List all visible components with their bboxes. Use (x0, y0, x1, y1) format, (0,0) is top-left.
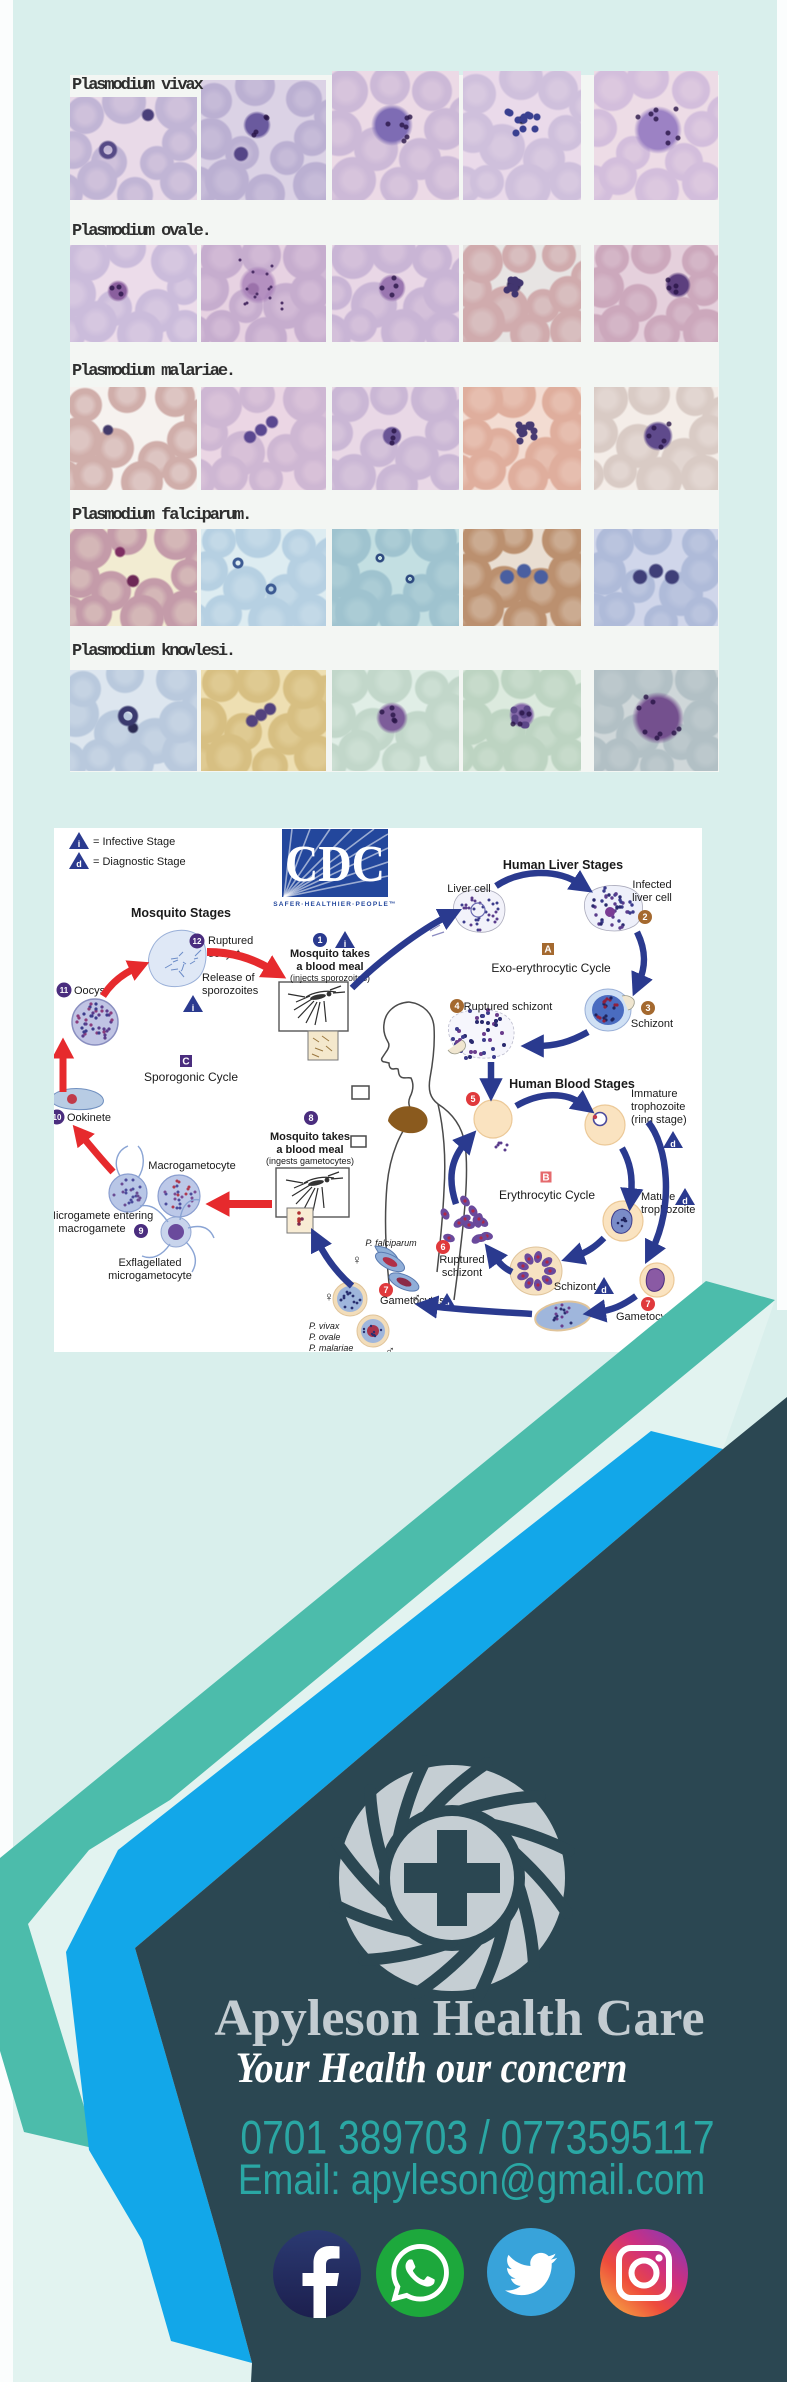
svg-text:i: i (192, 1003, 195, 1013)
svg-text:A: A (544, 945, 551, 956)
svg-text:Ruptured: Ruptured (439, 1254, 484, 1266)
svg-text:12: 12 (193, 937, 202, 946)
svg-text:Mosquito takes: Mosquito takes (270, 1131, 350, 1143)
svg-text:P. vivax: P. vivax (309, 1321, 340, 1331)
svg-text:Mosquito Stages: Mosquito Stages (131, 906, 231, 920)
svg-text:10: 10 (54, 1113, 62, 1122)
svg-text:7: 7 (645, 1299, 650, 1309)
svg-text:1: 1 (317, 935, 322, 945)
svg-text:liver cell: liver cell (632, 892, 672, 904)
svg-text:schizont: schizont (442, 1267, 482, 1279)
svg-text:= Infective Stage: = Infective Stage (93, 836, 175, 848)
svg-text:macrogamete: macrogamete (58, 1223, 125, 1235)
svg-text:d: d (76, 859, 82, 869)
svg-text:Exo-erythrocytic Cycle: Exo-erythrocytic Cycle (491, 961, 611, 975)
svg-text:Ookinete: Ookinete (67, 1112, 111, 1124)
svg-text:Erythrocytic Cycle: Erythrocytic Cycle (499, 1188, 595, 1202)
svg-text:trophozoite: trophozoite (641, 1204, 695, 1216)
svg-text:microgametocyte: microgametocyte (108, 1270, 192, 1282)
svg-text:Oocyst: Oocyst (74, 985, 108, 997)
svg-text:Infected: Infected (632, 879, 671, 891)
svg-text:Sporogonic Cycle: Sporogonic Cycle (144, 1070, 238, 1084)
svg-text:CDC: CDC (285, 836, 385, 893)
svg-text:d: d (682, 1196, 688, 1206)
svg-text:2: 2 (642, 912, 647, 922)
svg-text:9: 9 (138, 1226, 143, 1236)
svg-text:d: d (601, 1285, 607, 1295)
svg-text:Ruptured: Ruptured (208, 935, 253, 947)
svg-text:Release of: Release of (202, 972, 256, 984)
svg-text:i: i (78, 839, 81, 849)
svg-text:Macrogametocyte: Macrogametocyte (148, 1160, 235, 1172)
svg-text:Immature: Immature (631, 1088, 677, 1100)
svg-text:Microgamete entering: Microgamete entering (54, 1210, 153, 1222)
svg-text:Exflagellated: Exflagellated (119, 1257, 182, 1269)
svg-text:(injects sporozoites): (injects sporozoites) (290, 973, 370, 983)
svg-text:P. falciparum: P. falciparum (365, 1238, 417, 1248)
svg-text:P. ovale: P. ovale (309, 1332, 340, 1342)
svg-text:Ruptured schizont: Ruptured schizont (464, 1001, 553, 1013)
svg-text:Gametocyt: Gametocyt (616, 1311, 669, 1323)
svg-text:♀: ♀ (352, 1252, 362, 1267)
svg-text:sporozoites: sporozoites (202, 985, 259, 997)
svg-text:7: 7 (383, 1285, 388, 1295)
svg-text:Liver cell: Liver cell (447, 883, 490, 895)
svg-text:a blood meal: a blood meal (296, 961, 363, 973)
svg-text:5: 5 (470, 1094, 475, 1104)
svg-text:B: B (542, 1173, 549, 1184)
svg-text:♀: ♀ (324, 1289, 334, 1304)
svg-text:6: 6 (440, 1242, 445, 1252)
svg-text:Human Blood Stages: Human Blood Stages (509, 1077, 635, 1091)
svg-text:Mosquito takes: Mosquito takes (290, 948, 370, 960)
svg-text:= Diagnostic Stage: = Diagnostic Stage (93, 856, 186, 868)
svg-text:P. malariae: P. malariae (309, 1343, 353, 1352)
svg-text:Mature: Mature (641, 1191, 675, 1203)
svg-text:trophozoite: trophozoite (631, 1101, 685, 1113)
svg-text:Schizont: Schizont (631, 1018, 673, 1030)
svg-text:8: 8 (308, 1113, 313, 1123)
svg-text:i: i (344, 939, 347, 949)
svg-text:11: 11 (60, 986, 69, 995)
svg-text:(ingests gametocytes): (ingests gametocytes) (266, 1156, 354, 1166)
svg-text:♂: ♂ (385, 1343, 395, 1352)
svg-text:a blood meal: a blood meal (276, 1144, 343, 1156)
svg-text:Schizont: Schizont (554, 1281, 596, 1293)
svg-text:d: d (670, 1139, 676, 1149)
svg-text:SAFER·HEALTHIER·PEOPLE™: SAFER·HEALTHIER·PEOPLE™ (273, 901, 397, 908)
svg-text:3: 3 (645, 1003, 650, 1013)
svg-text:(ring stage): (ring stage) (631, 1114, 687, 1126)
svg-text:4: 4 (454, 1001, 459, 1011)
svg-text:Human Liver Stages: Human Liver Stages (503, 858, 623, 872)
svg-text:C: C (182, 1057, 189, 1068)
